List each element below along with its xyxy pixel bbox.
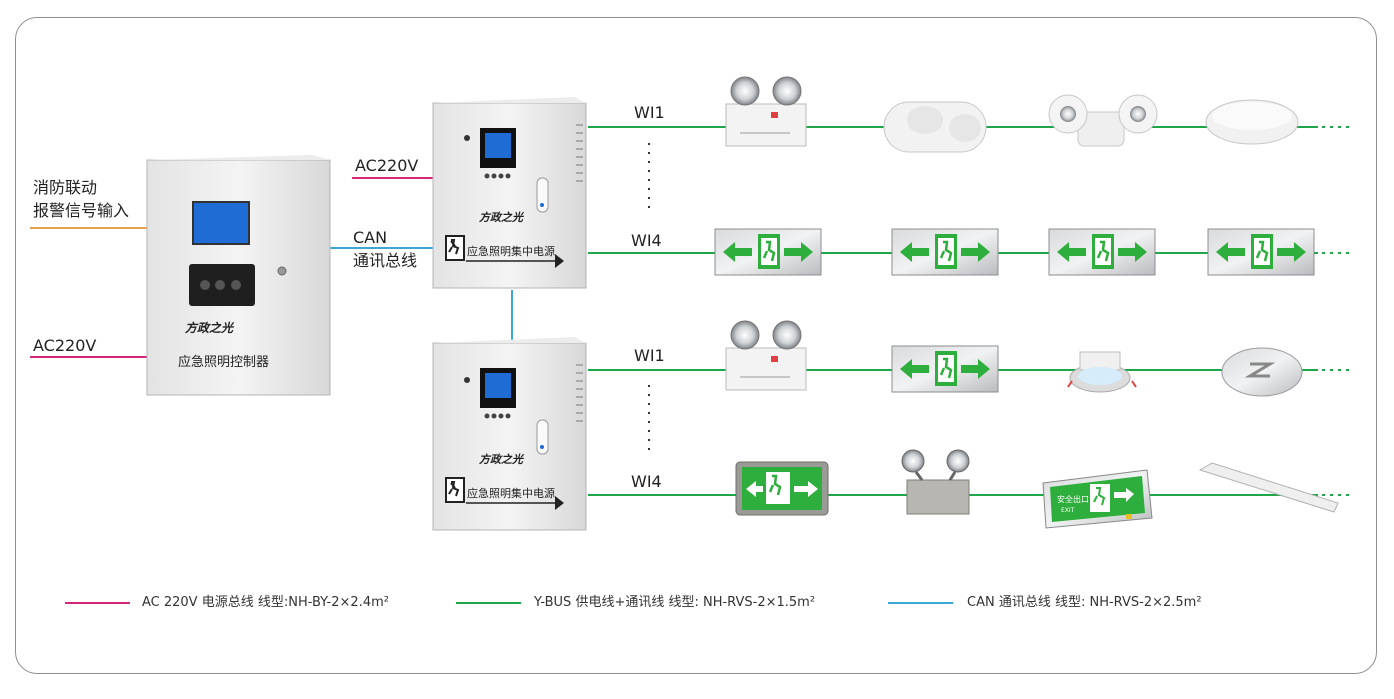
circuit-label-p1-wi1: WI1: [634, 103, 665, 122]
legend-swatch-can: [888, 602, 953, 604]
led-tube-emergency-light: [1198, 462, 1339, 513]
panel-2-brand: 方政之光: [479, 453, 525, 466]
diagram-frame: [15, 17, 1377, 674]
round-exit-indicator: [1221, 347, 1303, 397]
ac-power-lines: [30, 177, 435, 358]
explosion-proof-exit-sign: [735, 461, 829, 516]
twin-spot-emergency-light: [725, 320, 807, 391]
ac-input-panel-label: AC220V: [355, 156, 419, 175]
emergency-lighting-controller: 方政之光 应急照明控制器: [146, 155, 331, 396]
explosion-proof-twin-spot-light: [901, 449, 970, 515]
fire-signal-label-1: 消防联动: [33, 178, 98, 197]
panel-1-brand: 方政之光: [479, 211, 525, 224]
circuit-label-p1-wi4: WI4: [631, 231, 662, 250]
exit-sign-bidirectional: [891, 345, 999, 393]
exit-sign-bidirectional: [1048, 228, 1156, 276]
legend-swatch-ac: [65, 602, 130, 604]
circuit-label-p2-wi1: WI1: [634, 346, 665, 365]
ybus-lines: [588, 126, 1318, 496]
exit-sign-bidirectional: [1207, 228, 1315, 276]
exit-sign-bidirectional: [891, 228, 999, 276]
can-label-2: 通讯总线: [353, 251, 418, 270]
twin-head-emergency-light: [1048, 94, 1158, 147]
fire-signal-label-2: 报警信号输入: [33, 201, 130, 220]
legend-can-text: CAN 通讯总线 线型: NH-RVS-2×2.5m²: [967, 595, 1202, 610]
ybus-continuation-dots: [1322, 126, 1352, 496]
exit-sign-en: EXIT: [1061, 507, 1075, 514]
ceiling-emergency-light-white: [883, 101, 987, 153]
legend-ac-text: AC 220V 电源总线 线型:NH-BY-2×2.4m²: [142, 595, 389, 610]
legend-swatch-ybus: [456, 602, 521, 604]
controller-name: 应急照明控制器: [178, 354, 269, 370]
exit-sign-bidirectional: [714, 228, 822, 276]
panel-1-sign: 应急照明集中电源: [467, 244, 555, 258]
circuit-label-p2-wi4: WI4: [631, 472, 662, 491]
legend-ybus-text: Y-BUS 供电线+通讯线 线型: NH-RVS-2×1.5m²: [534, 595, 816, 610]
twin-spot-emergency-light: [725, 76, 807, 147]
can-bus-lines: [330, 247, 513, 343]
can-label-1: CAN: [353, 228, 388, 247]
ceiling-light-round: [1205, 99, 1299, 145]
panel-2-sign: 应急照明集中电源: [467, 486, 555, 500]
central-power-panel-2: 方政之光 应急照明集中电源: [432, 337, 587, 531]
exit-sign-hanging: 安全出口 EXIT: [1042, 469, 1153, 529]
controller-brand: 方政之光: [184, 321, 235, 335]
central-power-panel-1: 方政之光 应急照明集中电源: [432, 97, 587, 289]
exit-sign-cn: 安全出口: [1057, 494, 1089, 504]
ac-input-controller-label: AC220V: [33, 336, 97, 355]
recessed-downlight: [1067, 351, 1137, 393]
